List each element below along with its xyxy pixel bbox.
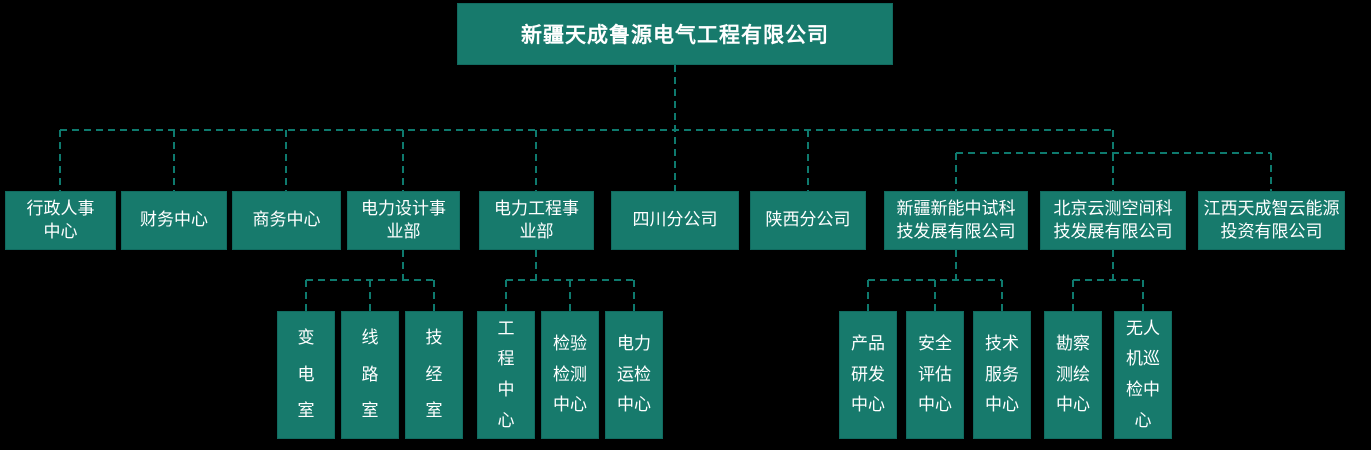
connector-power-design-group [305, 250, 435, 311]
unit-label: 勘察 测绘 中心 [1056, 334, 1090, 415]
dept-label: 四川分公司 [632, 210, 718, 230]
unit-label: 电力 运检 中心 [617, 334, 651, 415]
unit-power-operation-inspection-center: 电力 运检 中心 [605, 311, 663, 439]
dept-label: 财务中心 [140, 210, 208, 230]
unit-substation-room: 变 电 室 [277, 311, 335, 439]
unit-survey-mapping-center: 勘察 测绘 中心 [1044, 311, 1102, 439]
dept-label: 新疆新能中试科 技发展有限公司 [896, 198, 1016, 241]
unit-label: 线 路 室 [361, 328, 379, 421]
dept-label: 商务中心 [252, 210, 321, 230]
connector-subsidiary-rail [955, 152, 1272, 191]
connector-beijing-yunce-group [1072, 250, 1144, 311]
dept-label: 电力工程事 业部 [494, 198, 579, 241]
unit-technical-service-center: 技术 服务 中心 [973, 311, 1031, 439]
dept-label: 北京云测空间科 技发展有限公司 [1053, 198, 1173, 241]
unit-uav-patrol-center: 无人 机巡 检中 心 [1114, 311, 1172, 439]
unit-label: 产品 研发 中心 [851, 334, 885, 415]
subsidiary-xinjiang-zhongshi: 新疆新能中试科 技发展有限公司 [884, 191, 1028, 250]
unit-engineering-center: 工 程 中 心 [477, 311, 535, 439]
unit-label: 变 电 室 [297, 328, 315, 421]
subsidiary-jiangxi-tiancheng: 江西天成智云能源 投资有限公司 [1198, 191, 1345, 250]
dept-admin-hr-center: 行政人事 中心 [5, 191, 116, 250]
unit-label: 安全 评估 中心 [918, 334, 952, 415]
unit-line-room: 线 路 室 [341, 311, 399, 439]
connector-power-engineering-group [505, 250, 635, 311]
connector-xinjiang-zhongshi-group [867, 250, 1003, 311]
root-company-label: 新疆天成鲁源电气工程有限公司 [521, 24, 829, 47]
connector-department-drops [59, 130, 1114, 191]
dept-finance-center: 财务中心 [121, 191, 227, 250]
dept-label: 电力设计事 业部 [361, 198, 446, 241]
unit-label: 检验 检测 中心 [553, 334, 587, 415]
dept-label: 行政人事 中心 [26, 198, 95, 241]
unit-product-rd-center: 产品 研发 中心 [839, 311, 897, 439]
dept-power-design-division: 电力设计事 业部 [347, 191, 460, 250]
unit-label: 技术 服务 中心 [985, 334, 1019, 415]
dept-label: 陕西分公司 [765, 210, 851, 230]
unit-tech-economics-room: 技 经 室 [405, 311, 463, 439]
unit-safety-assessment-center: 安全 评估 中心 [906, 311, 964, 439]
branch-shaanxi: 陕西分公司 [750, 191, 866, 250]
root-company-box: 新疆天成鲁源电气工程有限公司 [457, 3, 893, 65]
unit-label: 无人 机巡 检中 心 [1126, 318, 1160, 430]
dept-business-center: 商务中心 [232, 191, 341, 250]
unit-label: 工 程 中 心 [497, 318, 515, 430]
unit-inspection-testing-center: 检验 检测 中心 [541, 311, 599, 439]
unit-label: 技 经 室 [425, 328, 443, 421]
branch-sichuan: 四川分公司 [611, 191, 739, 250]
dept-power-engineering-division: 电力工程事 业部 [479, 191, 594, 250]
dept-label: 江西天成智云能源 投资有限公司 [1203, 198, 1340, 241]
subsidiary-beijing-yunce: 北京云测空间科 技发展有限公司 [1040, 191, 1186, 250]
